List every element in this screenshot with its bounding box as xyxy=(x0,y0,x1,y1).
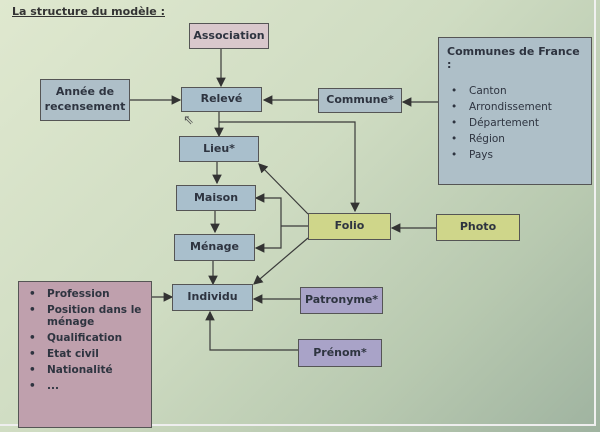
individu-attributes-panel: Profession Position dans le ménage Quali… xyxy=(18,281,152,428)
node-association-label: Association xyxy=(193,28,265,42)
individu-attributes-list: Profession Position dans le ménage Quali… xyxy=(25,288,145,392)
node-individu-label: Individu xyxy=(187,290,238,304)
node-lieu[interactable]: Lieu* xyxy=(179,136,259,162)
communes-panel-heading: Communes de France : xyxy=(447,45,580,71)
node-folio-label: Folio xyxy=(334,219,365,233)
attribute-item: Position dans le ménage xyxy=(25,304,145,328)
communes-item: Canton xyxy=(447,85,583,97)
node-prenom[interactable]: Prénom* xyxy=(298,339,382,367)
node-commune-label: Commune* xyxy=(326,93,394,107)
node-maison[interactable]: Maison xyxy=(176,185,256,211)
node-maison-label: Maison xyxy=(193,190,239,204)
node-commune[interactable]: Commune* xyxy=(318,88,402,113)
node-individu[interactable]: Individu xyxy=(172,284,253,311)
node-releve-label: Relevé xyxy=(200,92,243,106)
edge-releve-folio xyxy=(219,121,360,213)
communes-item: Région xyxy=(447,133,583,145)
diagram-title: La structure du modèle : xyxy=(12,5,165,18)
mouse-pointer-icon: ⇖ xyxy=(183,113,194,128)
attribute-item: Nationalité xyxy=(25,364,145,376)
node-patronyme-label: Patronyme* xyxy=(304,293,379,307)
node-releve[interactable]: Relevé xyxy=(181,87,262,112)
attribute-item: Qualification xyxy=(25,332,145,344)
edge-junction-maison xyxy=(254,193,282,226)
communes-panel: Communes de France : Canton Arrondisseme… xyxy=(438,37,592,185)
node-menage[interactable]: Ménage xyxy=(174,234,255,261)
node-annee-recensement[interactable]: Année de recensement xyxy=(40,79,130,121)
communes-list: Canton Arrondissement Département Région… xyxy=(447,85,583,161)
attribute-item: ... xyxy=(25,380,145,392)
node-annee-label: Année de recensement xyxy=(44,85,126,113)
edge-prenom-individu xyxy=(205,310,298,351)
node-photo-label: Photo xyxy=(459,220,497,234)
slide-frame xyxy=(0,0,596,426)
communes-item: Pays xyxy=(447,149,583,161)
node-prenom-label: Prénom* xyxy=(313,345,367,359)
node-photo[interactable]: Photo xyxy=(436,214,520,241)
communes-item: Département xyxy=(447,117,583,129)
node-menage-label: Ménage xyxy=(190,240,239,254)
edge-folio-lieu xyxy=(258,163,309,215)
attribute-item: Etat civil xyxy=(25,348,145,360)
edge-junction-menage xyxy=(254,226,282,253)
node-association[interactable]: Association xyxy=(189,23,269,49)
edge-folio-individu xyxy=(253,237,309,285)
communes-item: Arrondissement xyxy=(447,101,583,113)
node-lieu-label: Lieu* xyxy=(203,141,235,155)
node-folio[interactable]: Folio xyxy=(308,213,391,240)
attribute-item: Profession xyxy=(25,288,145,300)
node-patronyme[interactable]: Patronyme* xyxy=(300,287,383,314)
